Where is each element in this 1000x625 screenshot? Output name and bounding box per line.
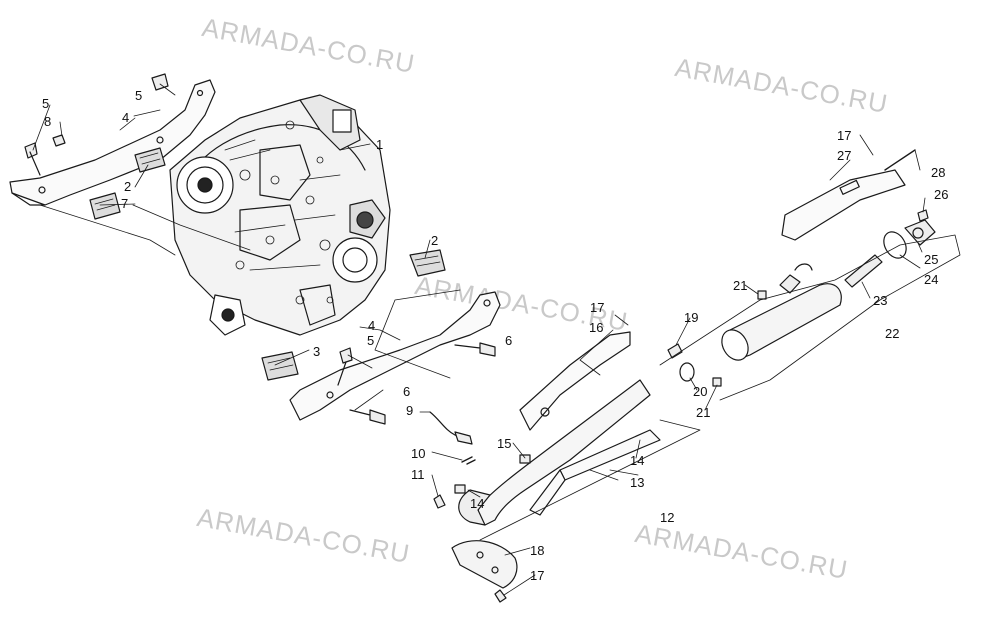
callout-17: 17	[530, 568, 544, 583]
callout-16: 16	[589, 320, 603, 335]
spring	[884, 149, 916, 171]
callout-8: 8	[44, 114, 51, 129]
callout-20: 20	[693, 384, 707, 399]
callout-3: 3	[313, 344, 320, 359]
callout-15: 15	[497, 436, 511, 451]
callout-4: 4	[368, 318, 375, 333]
engine-mount	[89, 192, 121, 220]
bolt	[454, 342, 496, 357]
callout-22: 22	[885, 326, 899, 341]
callout-5: 5	[367, 333, 374, 348]
callout-6: 6	[403, 384, 410, 399]
gasket	[883, 231, 907, 259]
callout-9: 9	[406, 403, 413, 418]
callout-18: 18	[530, 543, 544, 558]
group-outline	[39, 131, 961, 541]
engine-assembly	[169, 94, 391, 336]
callout-26: 26	[934, 187, 948, 202]
callout-21: 21	[696, 405, 710, 420]
callout-27: 27	[837, 148, 851, 163]
callout-28: 28	[931, 165, 945, 180]
exhaust-header-pipe	[458, 379, 651, 526]
callout-11: 11	[411, 467, 425, 482]
bolt	[494, 589, 507, 603]
callout-2: 2	[124, 179, 131, 194]
leader-lines	[32, 83, 926, 596]
callout-5: 5	[135, 88, 142, 103]
callout-14: 14	[630, 453, 644, 468]
callout-5: 5	[42, 96, 49, 111]
muffler-tail-cone	[844, 254, 883, 288]
callout-labels: 1 2 2 3 4 4 5 5 5 6 6 7 8 9 10 11 12 13 …	[42, 88, 948, 583]
bolt	[24, 142, 41, 176]
callout-23: 23	[873, 293, 887, 308]
nut	[52, 134, 66, 147]
callout-10: 10	[411, 446, 425, 461]
heat-shield-lower	[529, 429, 661, 516]
nut	[757, 290, 767, 300]
muffler	[721, 263, 842, 361]
callout-6: 6	[505, 333, 512, 348]
clamp-fitting	[667, 343, 683, 359]
gasket	[679, 362, 695, 382]
engine-mount	[134, 147, 166, 173]
bolt	[151, 73, 169, 91]
callout-19: 19	[684, 310, 698, 325]
engine-mount	[261, 351, 299, 381]
callout-17: 17	[590, 300, 604, 315]
callout-25: 25	[924, 252, 938, 267]
exhaust-guard-plate	[451, 540, 518, 589]
oxygen-sensor	[429, 411, 473, 445]
bolt	[433, 494, 446, 509]
engine-mount	[409, 249, 446, 277]
callout-1: 1	[376, 137, 383, 152]
bracket	[454, 484, 466, 494]
muffler-heat-shield	[781, 169, 906, 241]
callout-7: 7	[121, 196, 128, 211]
callout-4: 4	[122, 110, 129, 125]
callout-24: 24	[924, 272, 938, 287]
flange	[904, 219, 936, 246]
spring-clamp	[461, 456, 476, 465]
engine-mount-bracket-lower	[289, 291, 501, 421]
callout-12: 12	[660, 510, 674, 525]
callout-14: 14	[470, 496, 484, 511]
bolt	[337, 347, 353, 386]
callout-17: 17	[837, 128, 851, 143]
bracket	[519, 454, 531, 464]
callout-13: 13	[630, 475, 644, 490]
nut	[712, 377, 722, 387]
bolt	[349, 409, 386, 425]
callout-21: 21	[733, 278, 747, 293]
callout-2: 2	[431, 233, 438, 248]
heat-shield-upper	[519, 331, 631, 431]
